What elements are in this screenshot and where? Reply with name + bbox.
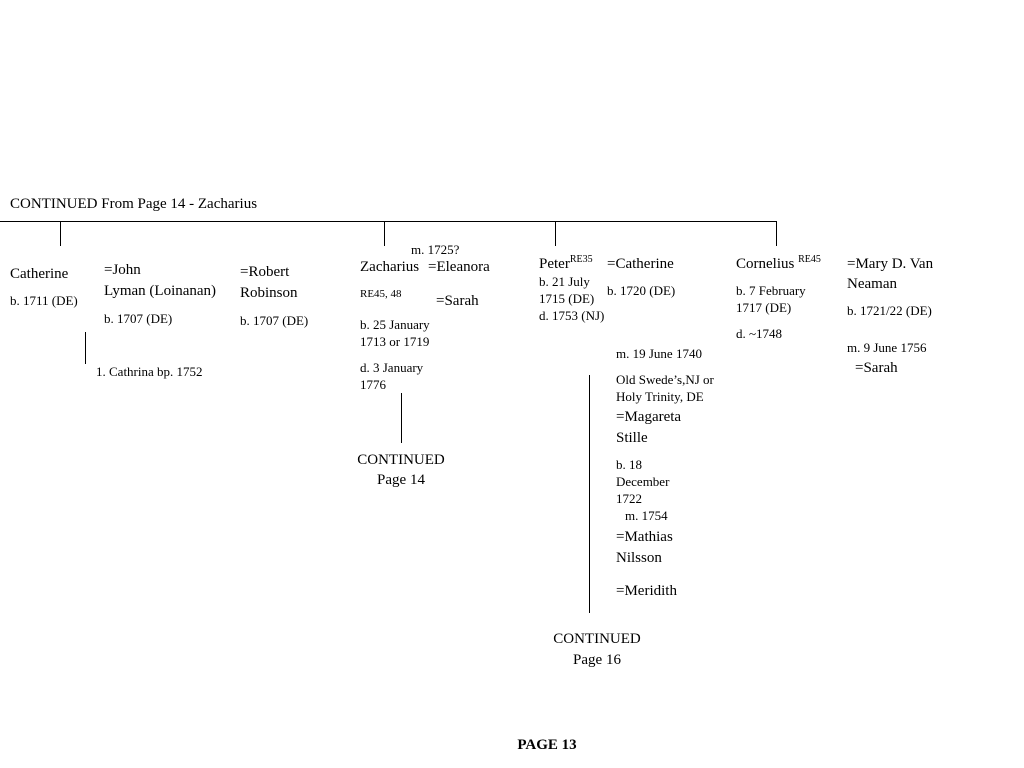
mary-name-line1: =Mary D. Van	[847, 256, 934, 272]
peter-ref: RE35	[569, 254, 593, 265]
cathrina-child: 1. Cathrina bp. 1752	[96, 364, 203, 379]
peter-birth-line1: b. 21 July	[539, 274, 590, 289]
cornelius-birth-line1: b. 7 February	[736, 283, 806, 298]
magareta-birth-line1: b. 18	[616, 457, 642, 472]
zacharius-ref: RE45, 48	[360, 288, 402, 300]
cornelius-name-text: Cornelius	[736, 256, 795, 272]
magareta-birth-line3: 1722	[616, 491, 642, 506]
zacharius-death-line1: d. 3 January	[360, 360, 424, 375]
mary-marriage: m. 9 June 1756	[847, 340, 927, 355]
catherine2-place-line1: Old Swede’s,NJ or	[616, 372, 714, 387]
mary-birth: b. 1721/22 (DE)	[847, 303, 932, 318]
john-name-line2: Lyman (Loinanan)	[104, 283, 217, 299]
zacharius-marriage: m. 1725?	[411, 242, 460, 257]
zacharius-birth-line2: 1713 or 1719	[360, 334, 430, 349]
catherine-name: Catherine	[10, 266, 69, 282]
mary-name-line2: Neaman	[847, 276, 897, 292]
sarah-cornelius: =Sarah	[855, 360, 898, 376]
peter-death: d. 1753 (NJ)	[539, 308, 605, 323]
cornelius-birth-line2: 1717 (DE)	[736, 300, 792, 315]
catherine2-marriage: m. 19 June 1740	[616, 346, 702, 361]
john-birth: b. 1707 (DE)	[104, 311, 173, 326]
sarah-zacharius: =Sarah	[436, 293, 479, 309]
mathias-name-line1: =Mathias	[616, 529, 673, 545]
peter-name-text: Peter	[539, 256, 570, 272]
continued-14-line2: Page 14	[377, 472, 425, 488]
magareta-name-line2: Stille	[616, 430, 648, 446]
eleanora-name: =Eleanora	[428, 259, 490, 275]
magareta-marriage: m. 1754	[625, 508, 668, 523]
continued-16-line1: CONTINUED	[553, 631, 641, 647]
john-name-line1: =John	[104, 262, 141, 278]
continued-16-line2: Page 16	[573, 652, 621, 668]
zacharius-death-line2: 1776	[360, 377, 386, 392]
magareta-name-line1: =Magareta	[616, 409, 682, 425]
catherine2-birth: b. 1720 (DE)	[607, 283, 676, 298]
cornelius-ref: RE45	[798, 254, 821, 265]
peter-birth-line2: 1715 (DE)	[539, 291, 595, 306]
header-continued: CONTINUED From Page 14 - Zacharius	[10, 196, 258, 212]
magareta-birth-line2: December	[616, 474, 670, 489]
zacharius-name: Zacharius	[360, 259, 420, 275]
mathias-name-line2: Nilsson	[616, 550, 662, 566]
catherine2-place-line2: Holy Trinity, DE	[616, 389, 704, 404]
cornelius-death: d. ~1748	[736, 326, 783, 341]
catherine-birth: b. 1711 (DE)	[10, 293, 78, 308]
continued-14-line1: CONTINUED	[357, 452, 445, 468]
catherine2-name: =Catherine	[607, 256, 674, 272]
cornelius-name: Cornelius RE45	[736, 254, 821, 274]
robert-name-line1: =Robert	[240, 264, 290, 280]
zacharius-birth-line1: b. 25 January	[360, 317, 430, 332]
peter-name: PeterRE35	[539, 254, 593, 274]
meridith-name: =Meridith	[616, 583, 677, 599]
page-label: PAGE 13	[517, 737, 577, 753]
robert-name-line2: Robinson	[240, 285, 298, 301]
robert-birth: b. 1707 (DE)	[240, 313, 309, 328]
